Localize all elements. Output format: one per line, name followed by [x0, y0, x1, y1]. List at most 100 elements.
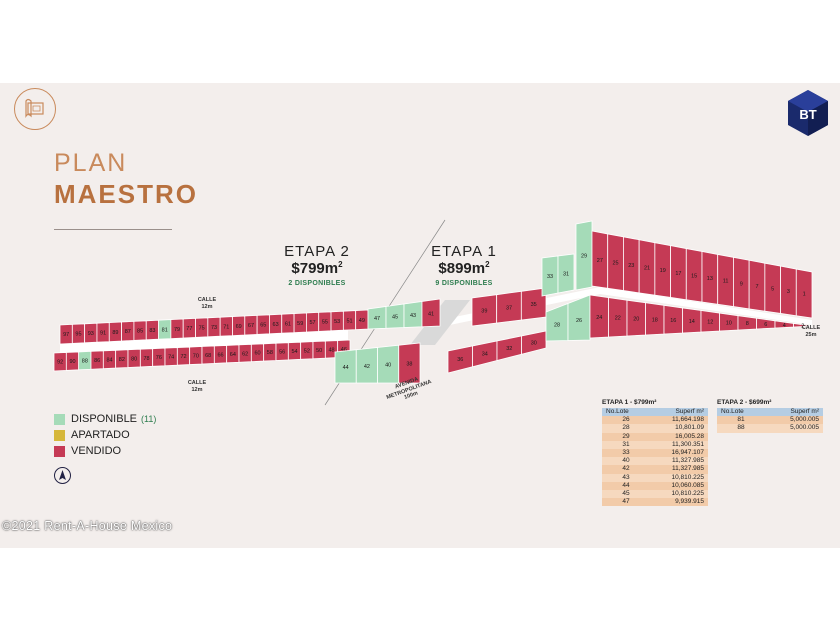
- lot-label: 40: [385, 363, 391, 369]
- lot-label: 61: [285, 321, 291, 327]
- watermark: ©2021 Rent-A-House Mexico: [2, 519, 173, 533]
- lot-label: 2: [801, 324, 804, 330]
- legend-apartado: APARTADO: [54, 427, 156, 443]
- legend-label: DISPONIBLE: [71, 413, 138, 425]
- lot-label: 46: [341, 347, 347, 353]
- lot-label: 8: [746, 321, 749, 327]
- table-cell: 5,000.005: [765, 416, 823, 425]
- lot-label: 45: [392, 315, 398, 321]
- table-cell: 88: [717, 424, 765, 433]
- lot-label: 47: [374, 316, 380, 322]
- lot-label: 83: [149, 328, 155, 334]
- lot-29: [575, 220, 593, 291]
- lot-label: 92: [57, 360, 63, 366]
- table-cell: 40: [602, 457, 650, 466]
- etapa2-price: $799m2: [277, 260, 357, 277]
- legend-vendido: VENDIDO: [54, 443, 156, 459]
- street-name: CALLE: [801, 325, 821, 331]
- table-cell: 11,300.351: [650, 440, 708, 450]
- lot-label: 17: [675, 271, 681, 277]
- etapa1-disponibles: 9 DISPONIBLES: [435, 280, 493, 287]
- lot-41: [421, 298, 441, 328]
- etapa2-table-title: ETAPA 2 - $699m²: [717, 399, 772, 406]
- lot-label: 38: [406, 362, 412, 368]
- blueprint-logo-icon: [14, 88, 56, 130]
- lot-label: 51: [346, 318, 352, 324]
- lot-label: 28: [554, 322, 560, 328]
- table-cell: 11,327.985: [650, 465, 708, 474]
- lot-label: 19: [660, 268, 666, 274]
- lot-label: 21: [644, 266, 650, 272]
- lot-label: 18: [652, 317, 658, 323]
- etapa2-price-sup: 2: [338, 260, 343, 269]
- lot-label: 50: [316, 348, 322, 354]
- lot-label: 6: [764, 322, 767, 328]
- lot-label: 25: [613, 260, 619, 266]
- table-cell: 10,810.225: [650, 490, 708, 499]
- lot-label: 59: [297, 321, 303, 327]
- lot-label: 34: [482, 352, 488, 358]
- table-cell: 10,810.225: [650, 473, 708, 482]
- lot-label: 75: [199, 326, 205, 332]
- street-width: 12m: [191, 386, 203, 393]
- lot-label: 31: [563, 271, 569, 277]
- lot-label: 89: [112, 330, 118, 336]
- lot-label: 35: [531, 302, 537, 308]
- table-cell: 45: [602, 490, 650, 499]
- lot-label: 23: [628, 263, 634, 269]
- road-west: [60, 330, 348, 355]
- lot-label: 15: [691, 273, 697, 279]
- lot-label: 14: [689, 319, 695, 325]
- lot-label: 90: [69, 359, 75, 365]
- street-name: CALLE: [187, 380, 207, 386]
- table-cell: 10,801.09: [650, 424, 708, 433]
- lot-31: [557, 253, 575, 294]
- table-header-cell: Superf m²: [650, 408, 708, 417]
- lot-label: 69: [236, 324, 242, 330]
- lot-label: 16: [670, 318, 676, 324]
- table-cell: 26: [602, 416, 650, 425]
- lot-label: 64: [230, 352, 236, 358]
- table-cell: 28: [602, 424, 650, 433]
- lot-26: [567, 294, 591, 341]
- lot-label: 70: [193, 354, 199, 360]
- lot-38: [398, 342, 421, 384]
- lot-label: 10: [726, 320, 732, 326]
- title-divider: [54, 229, 172, 230]
- lot-label: 58: [267, 350, 273, 356]
- lot-label: 91: [100, 330, 106, 336]
- lot-label: 1: [803, 292, 806, 298]
- legend-label: APARTADO: [71, 429, 130, 441]
- table-cell: 11,327.985: [650, 457, 708, 466]
- table-cell: 10,060.085: [650, 481, 708, 491]
- lot-label: 41: [428, 311, 434, 317]
- lot-label: 67: [248, 323, 254, 329]
- table-cell: 11,664.198: [650, 416, 708, 425]
- etapa1-table-title: ETAPA 1 - $799m²: [602, 399, 657, 406]
- etapa2-disponibles: 2 DISPONIBLES: [288, 280, 346, 287]
- lot-label: 81: [162, 327, 168, 333]
- etapa1-name: ETAPA 1: [431, 243, 497, 260]
- lot-30: [521, 330, 547, 355]
- lot-label: 86: [94, 358, 100, 364]
- lot-label: 44: [343, 365, 349, 371]
- table-cell: 16,005.28: [650, 432, 708, 441]
- lot-label: 30: [531, 340, 537, 346]
- etapa2-price-unit: m: [324, 260, 339, 277]
- table-cell: 47: [602, 498, 650, 507]
- table-cell: 9,939.915: [650, 498, 708, 507]
- lot-label: 78: [143, 356, 149, 362]
- etapa1-label: ETAPA 1 $899m2 9 DISPONIBLES: [424, 243, 504, 287]
- street-width: 12m: [201, 303, 213, 310]
- lot-label: 5: [771, 286, 774, 292]
- table-cell: 29: [602, 432, 650, 441]
- page-title-line2: MAESTRO: [54, 179, 198, 209]
- bt-brand-logo: BT: [786, 88, 830, 138]
- lot-label: 48: [328, 347, 334, 353]
- table-cell: 43: [602, 473, 650, 482]
